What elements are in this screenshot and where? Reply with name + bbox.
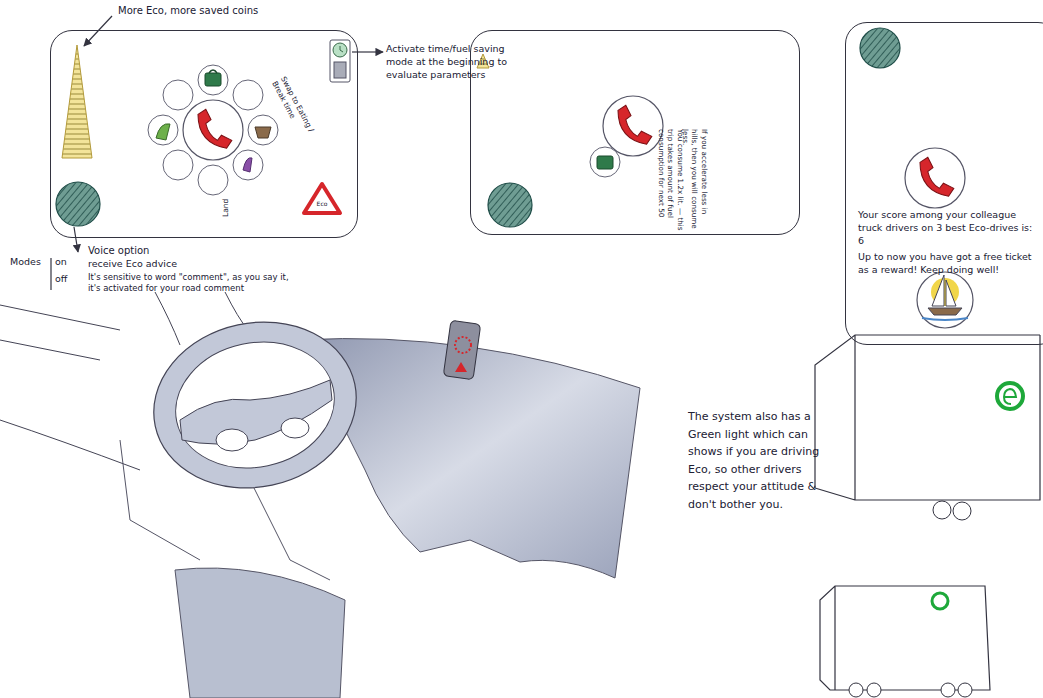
bag-icon — [205, 73, 221, 86]
seat — [175, 568, 345, 698]
cab-line — [0, 305, 140, 470]
wheel — [933, 501, 951, 519]
annotation-note: It's sensitive to word "comment", as you… — [88, 272, 293, 295]
cup-icon — [255, 127, 271, 138]
bracket — [50, 258, 51, 290]
coin-stack — [62, 45, 92, 158]
annotation-note: More Eco, more saved coins — [118, 4, 308, 18]
leader-arrow — [352, 51, 383, 52]
screen-panel: You consume 1.2x lit. — this trip takes … — [470, 30, 800, 235]
wheel — [953, 502, 971, 520]
truck-body — [820, 586, 990, 690]
annotation-note: The system also has a Green light which … — [688, 408, 828, 514]
call-button — [603, 96, 663, 156]
bag-handle — [209, 70, 217, 73]
truck-body — [815, 335, 1040, 500]
green-eco-light — [997, 383, 1023, 409]
menu-circle — [233, 80, 263, 110]
phone-icon — [618, 105, 652, 144]
water — [922, 318, 968, 320]
sail — [932, 275, 944, 306]
menu-circle — [148, 115, 178, 145]
clock-icon — [333, 43, 347, 57]
boat-hull — [928, 308, 962, 315]
call-button — [183, 100, 243, 160]
mode-switch — [330, 40, 350, 82]
annotation-note: off — [55, 273, 79, 286]
green-eco-light — [932, 593, 948, 609]
sail — [946, 280, 956, 306]
screen-panel: Swap to Eating / Break timeLand — [50, 30, 358, 238]
annotation-note: Eco — [312, 200, 332, 208]
annotation-note: receive Eco advice — [88, 258, 248, 271]
wheel — [941, 683, 955, 697]
green-icon — [156, 124, 170, 140]
fuel-icon — [334, 62, 346, 78]
panel-text: Your score among your colleague truck dr… — [858, 209, 1040, 247]
menu-circle — [248, 115, 278, 145]
wheel — [867, 683, 881, 697]
panel-text: Land — [221, 187, 231, 217]
phone-icon — [198, 109, 232, 148]
steering-spoke — [180, 380, 332, 444]
menu-circle — [163, 150, 193, 180]
screen-panel: Your score among your colleague truck dr… — [845, 22, 1043, 345]
steering-hole — [281, 418, 309, 438]
phone-icon — [920, 157, 954, 196]
reward-circle — [917, 272, 973, 328]
menu-circle — [590, 147, 620, 177]
purple-icon — [243, 158, 252, 172]
menu-circle — [233, 150, 263, 180]
menu-circle — [198, 165, 228, 195]
voice-globe — [860, 28, 900, 68]
voice-globe — [56, 182, 100, 226]
dash-phone-ring — [455, 337, 471, 353]
wheel — [958, 683, 972, 697]
clock-hands — [340, 46, 343, 52]
warning-triangle — [304, 184, 340, 213]
annotation-note: Modes — [10, 256, 50, 269]
leader-arrow — [74, 227, 78, 252]
voice-globe — [488, 183, 532, 227]
annotation-note: Activate time/fuel saving mode at the be… — [386, 43, 526, 81]
dash-phone-triangle — [455, 362, 467, 372]
steering-hole — [216, 429, 248, 451]
menu-circle — [198, 65, 228, 95]
steering-rim-inner — [164, 328, 346, 483]
bag-icon — [597, 156, 613, 169]
leader-arrow — [84, 16, 112, 46]
eco-light-symbol — [1004, 389, 1016, 404]
steering-wheel — [138, 304, 372, 507]
wheel — [849, 683, 863, 697]
annotation-note: Voice option — [88, 244, 208, 258]
panel-text: If you accelerate less in hills, then yo… — [680, 129, 709, 233]
annotation-note: on — [55, 256, 79, 269]
menu-circle — [163, 80, 193, 110]
call-button — [905, 148, 965, 208]
dash-phone — [443, 320, 481, 380]
panel-text: Swap to Eating / Break time — [269, 75, 316, 139]
panel-text: Up to now you have got a free ticket as … — [858, 251, 1040, 277]
